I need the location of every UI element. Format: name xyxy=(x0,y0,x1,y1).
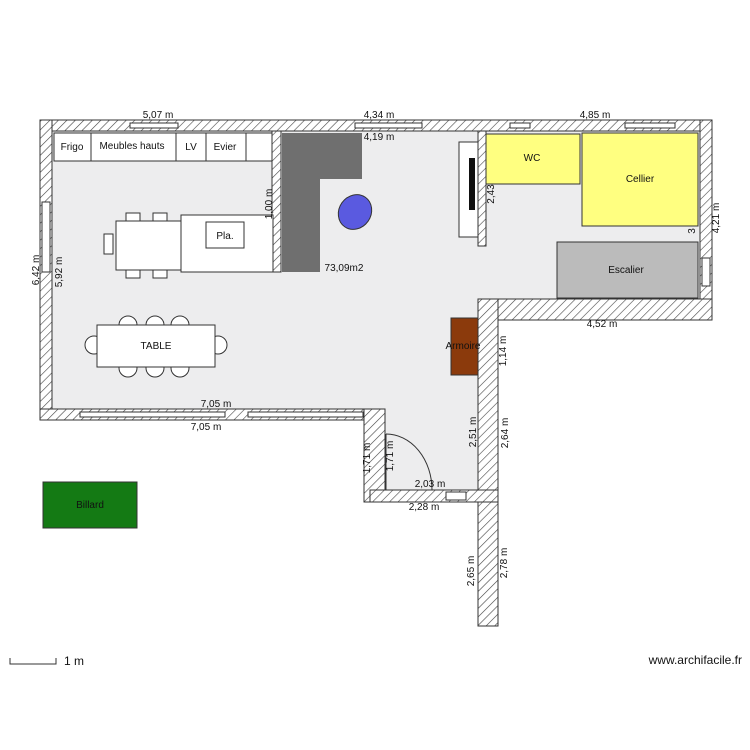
dim-partition: 1,00 m xyxy=(264,189,275,220)
armoire-label: Armoire xyxy=(445,341,480,352)
dim-corridor-bottom-inner: 2,03 m xyxy=(415,479,446,490)
dim-corridor-left-outer: 1,71 m xyxy=(362,443,373,474)
dim-corridor-right-outer: 2,64 m xyxy=(500,418,511,449)
window-bottom-1 xyxy=(79,411,226,418)
oval-object xyxy=(337,194,373,230)
cellier-label: Cellier xyxy=(626,174,655,185)
dim-right-upper: 4,21 m xyxy=(711,203,722,234)
dining-set-upper xyxy=(103,212,274,279)
wall-lower xyxy=(477,501,499,627)
window-left xyxy=(41,201,51,273)
meubles-hauts-box xyxy=(90,132,177,162)
openings xyxy=(41,122,711,501)
plaque-label: Pla. xyxy=(216,231,233,242)
window-top-1 xyxy=(129,122,179,129)
scale-label: 1 m xyxy=(64,654,84,668)
dim-corridor-bottom-outer: 2,28 m xyxy=(409,502,440,513)
kitchen-cabinets xyxy=(53,132,273,162)
table-label: TABLE xyxy=(141,341,172,352)
frigo-label: Frigo xyxy=(61,142,84,153)
wall-cabinet xyxy=(458,141,479,238)
wall-partition xyxy=(271,130,282,273)
evier-label: Evier xyxy=(214,142,237,153)
dim-lower-outer: 2,78 m xyxy=(499,548,510,579)
scale-bar xyxy=(9,658,57,665)
dim-top-mid: 4,34 m xyxy=(364,110,395,121)
window-top-2 xyxy=(354,122,423,129)
billard-label: Billard xyxy=(76,500,104,511)
escalier-label: Escalier xyxy=(608,265,644,276)
dim-left-outer: 6,42 m xyxy=(31,255,42,286)
dim-bottom-inner: 7,05 m xyxy=(201,399,232,410)
wall-cabinet-dark xyxy=(469,158,475,210)
table-set xyxy=(84,315,228,378)
dim-cellier-small: 3 xyxy=(687,228,698,234)
wall-wc-left xyxy=(477,130,487,247)
dim-wc-v: 2,43 xyxy=(486,184,497,204)
kitchen-block-side xyxy=(282,179,320,272)
wc-room xyxy=(485,133,581,185)
wall-corridor-bottom xyxy=(369,489,499,503)
area-label: 73,09m2 xyxy=(325,263,364,274)
dim-right-step-v: 1,14 m xyxy=(498,336,509,367)
dim-top-right: 4,85 m xyxy=(580,110,611,121)
door-swing xyxy=(385,433,433,491)
cabinet-end-box xyxy=(245,132,273,162)
escalier xyxy=(556,241,699,299)
wall-step xyxy=(477,298,713,321)
chair xyxy=(103,233,114,255)
dim-bottom-outer: 7,05 m xyxy=(191,422,222,433)
dim-lower-inner: 2,65 m xyxy=(466,556,477,587)
wc-label: WC xyxy=(524,153,541,164)
window-top-3 xyxy=(509,122,531,129)
dim-top-left: 5,07 m xyxy=(143,110,174,121)
dim-right-step-h: 4,52 m xyxy=(587,319,618,330)
watermark: www.archifacile.fr xyxy=(648,653,742,667)
wall-corridor-right xyxy=(477,298,499,503)
dining-table-upper xyxy=(115,220,185,271)
evier-box xyxy=(205,132,247,162)
kitchen-block-top xyxy=(282,133,362,179)
meubles-hauts-label: Meubles hauts xyxy=(99,141,164,152)
dim-top-mid-inner: 4,19 m xyxy=(364,132,395,143)
window-top-4 xyxy=(624,122,676,129)
billard xyxy=(42,481,138,529)
window-bottom-2 xyxy=(247,411,364,418)
armoire xyxy=(450,317,479,376)
cellier-room xyxy=(581,132,699,227)
window-corridor xyxy=(445,491,467,501)
table xyxy=(96,324,216,368)
plaque-box xyxy=(205,221,245,249)
dim-left-inner: 5,92 m xyxy=(54,257,65,288)
dim-corridor-right-inner: 2,51 m xyxy=(468,417,479,448)
dim-corridor-left-inner: 1,71 m xyxy=(385,441,396,472)
window-right xyxy=(701,257,711,287)
lv-label: LV xyxy=(185,142,197,153)
